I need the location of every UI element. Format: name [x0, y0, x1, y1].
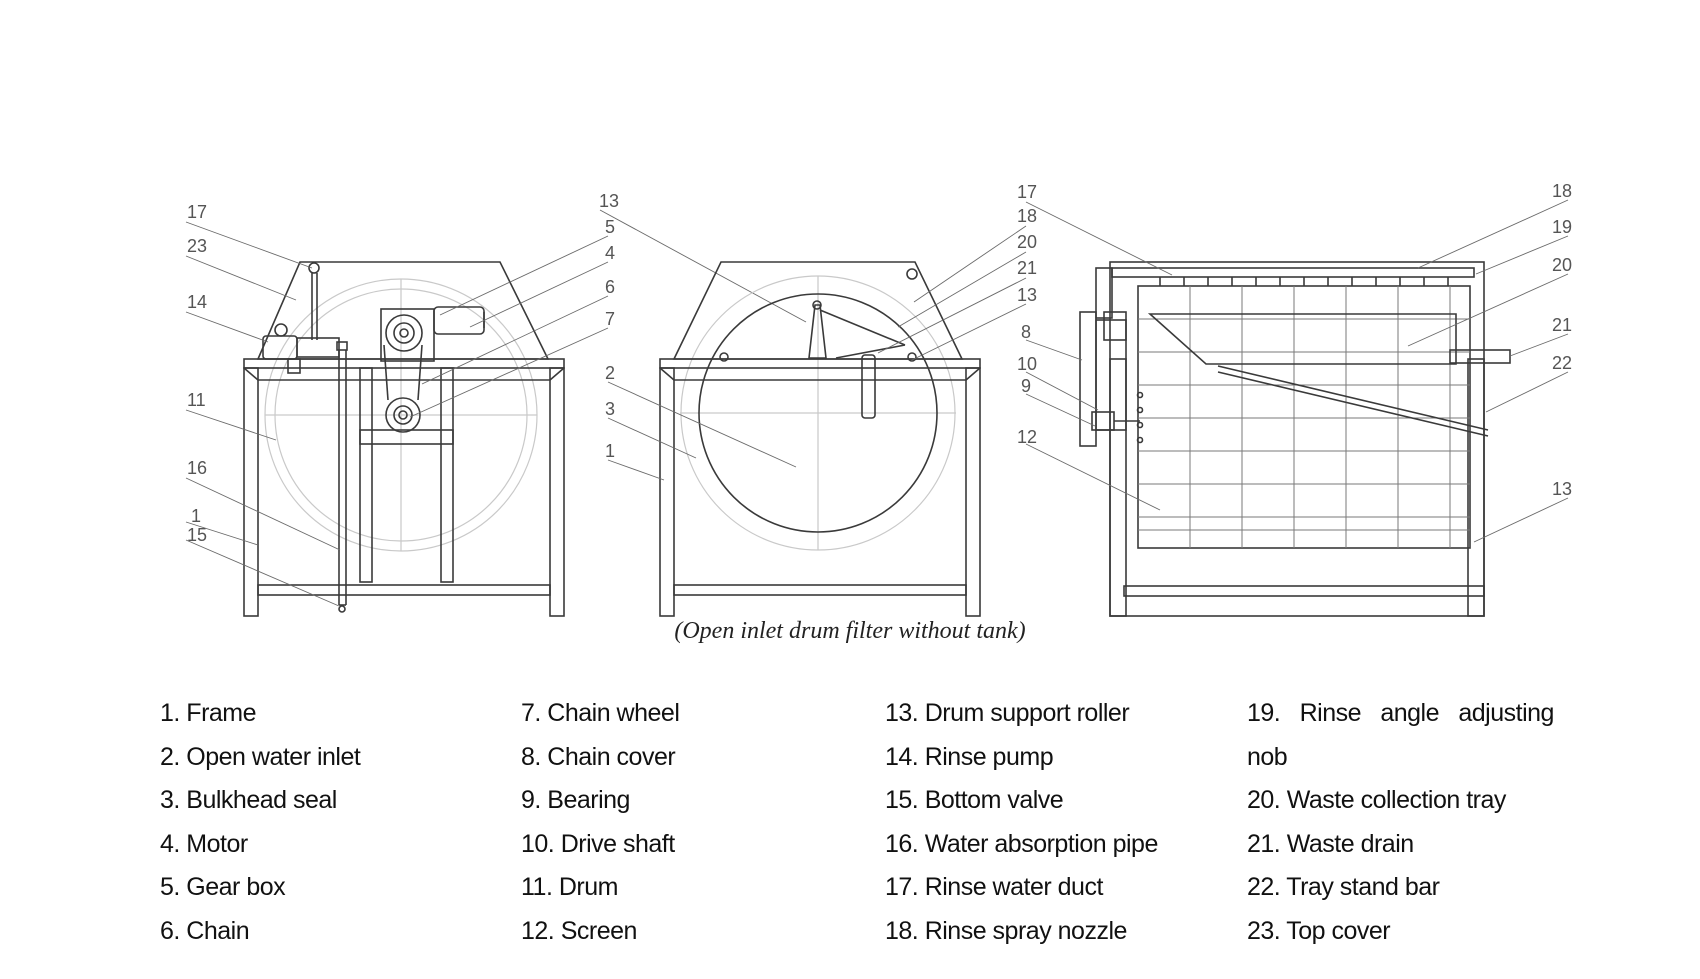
legend-item: 3. Bulkhead seal — [160, 786, 337, 814]
front-view-callouts: 2 3 1 — [605, 363, 797, 481]
callout-12: 12 — [1017, 427, 1037, 447]
frame-leg-left — [659, 367, 675, 617]
legend-item: 4. Motor — [160, 829, 248, 858]
callout-3: 3 — [605, 399, 615, 419]
legend-item: 12. Screen — [521, 916, 637, 945]
callout-13: 13 — [1017, 285, 1037, 305]
legend-item: 17. Rinse water duct — [885, 873, 1103, 901]
callout-2: 2 — [605, 363, 615, 383]
legend-column-4: 19. Rinse angle adjusting nob 20. Waste … — [1247, 692, 1554, 953]
callout-15: 15 — [187, 525, 207, 545]
callout-21: 21 — [1017, 258, 1037, 278]
legend-item: 8. Chain cover — [521, 742, 676, 771]
callout-21b: 21 — [1552, 315, 1572, 335]
waste-drain — [1449, 349, 1511, 364]
callout-4: 4 — [605, 243, 615, 263]
callout-1: 1 — [605, 441, 615, 461]
callout-17: 17 — [1017, 182, 1037, 202]
legend-item: 6. Chain — [160, 916, 250, 945]
legend-item: 14. Rinse pump — [885, 742, 1054, 771]
legend-column-2: 7. Chain wheel 8. Chain cover 9. Bearing… — [521, 692, 680, 953]
callout-11: 11 — [187, 390, 206, 410]
legend-item: 22. Tray stand bar — [1247, 873, 1440, 901]
frame-leg-left — [243, 367, 259, 617]
legend-item: 18. Rinse spray nozzle — [885, 916, 1127, 945]
chain-wheel — [385, 397, 421, 433]
callout-20: 20 — [1017, 232, 1037, 252]
rinse-pump — [262, 335, 298, 360]
side-view-callouts: 17 23 14 11 16 1 15 13 5 4 6 7 — [185, 191, 807, 607]
callout-22: 22 — [1552, 353, 1572, 373]
legend-item: 20. Waste collection tray — [1247, 786, 1506, 814]
side-view — [243, 261, 565, 617]
legend-item: 2. Open water inlet — [160, 742, 361, 771]
diagram-caption: (Open inlet drum filter without tank) — [674, 618, 1026, 644]
callout-18b: 18 — [1552, 181, 1572, 201]
legend-item: 11. Drum — [521, 873, 618, 901]
section-view — [1079, 261, 1511, 617]
motor — [433, 306, 485, 335]
gear-box — [380, 308, 435, 362]
frame-leg-right — [965, 367, 981, 617]
callout-23: 23 — [187, 236, 207, 256]
legend-column-3: 13. Drum support roller 14. Rinse pump 1… — [885, 692, 1158, 953]
legend-item: nob — [1247, 742, 1288, 771]
callout-18: 18 — [1017, 206, 1037, 226]
callout-9: 9 — [1021, 376, 1031, 396]
chain-cover — [1079, 311, 1097, 447]
drum-opening — [698, 293, 938, 533]
legend-item: 15. Bottom valve — [885, 786, 1064, 814]
callout-16: 16 — [187, 458, 207, 478]
legend-item: 23. Top cover — [1247, 916, 1391, 945]
frame-bottom-bar — [257, 584, 551, 596]
callout-6: 6 — [605, 277, 615, 297]
callout-10: 10 — [1017, 354, 1037, 374]
frame-leg-right — [549, 367, 565, 617]
legend-item: 5. Gear box — [160, 873, 286, 901]
screen — [1137, 285, 1471, 549]
waste-collection-tray — [1147, 313, 1457, 365]
frame-top — [243, 358, 565, 369]
legend-item: 1. Frame — [160, 699, 257, 727]
frame — [1109, 261, 1485, 617]
callout-13b: 13 — [1552, 479, 1572, 499]
legend-item: 19. Rinse angle adjusting — [1247, 699, 1554, 727]
legend-item: 16. Water absorption pipe — [885, 829, 1158, 858]
front-view — [659, 261, 981, 617]
legend-item: 7. Chain wheel — [521, 699, 680, 727]
callout-7: 7 — [605, 309, 615, 329]
callout-8: 8 — [1021, 322, 1031, 342]
tray-stand-bar — [1217, 365, 1489, 431]
legend-item: 21. Waste drain — [1247, 829, 1414, 858]
callout-19: 19 — [1552, 217, 1572, 237]
section-view-callouts: 17 18 20 21 13 8 10 9 12 18 19 20 21 22 … — [877, 181, 1572, 543]
callout-5: 5 — [605, 217, 615, 237]
legend-item: 13. Drum support roller — [885, 699, 1130, 727]
legend-item: 10. Drive shaft — [521, 829, 675, 858]
callout-20b: 20 — [1552, 255, 1572, 275]
callout-13: 13 — [599, 191, 619, 211]
legend-item: 9. Bearing — [521, 786, 630, 814]
callout-14: 14 — [187, 292, 207, 312]
callout-1: 1 — [191, 506, 201, 526]
legend-column-1: 1. Frame 2. Open water inlet 3. Bulkhead… — [160, 692, 361, 953]
callout-17: 17 — [187, 202, 207, 222]
